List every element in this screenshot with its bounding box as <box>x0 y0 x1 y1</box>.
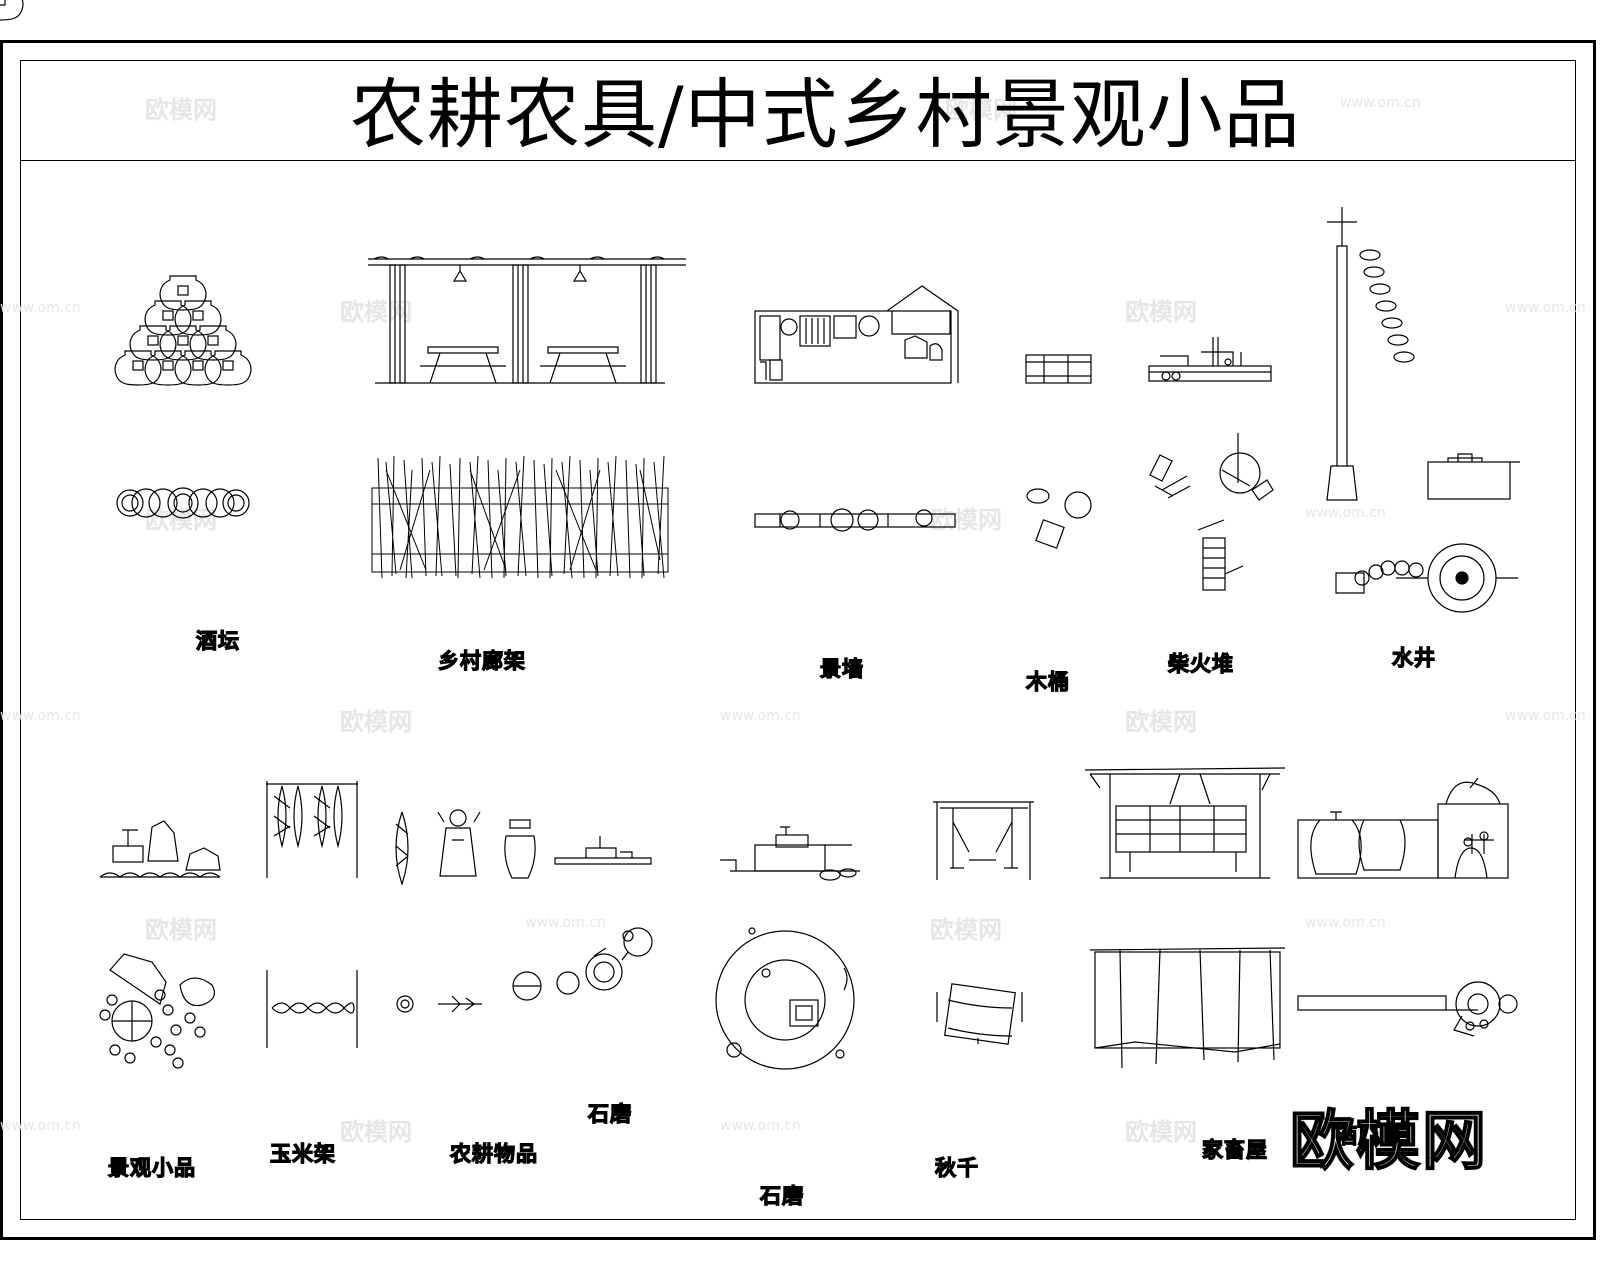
watermark-brand: 欧模网 <box>945 96 1017 124</box>
farming-goods-plan <box>396 927 653 1013</box>
landscape-ornament-elevation <box>99 820 221 878</box>
watermark-url: www.om.cn <box>1505 708 1586 724</box>
wine-jars-elevation <box>0 0 252 386</box>
label-swing: 秋千 <box>934 1155 979 1180</box>
label-farming-goods: 农耕物品 <box>449 1141 538 1166</box>
label-corn-rack: 玉米架 <box>269 1141 336 1166</box>
wine-house-wall-plan <box>1297 981 1518 1037</box>
label-wooden-bucket: 木桶 <box>1025 669 1070 694</box>
outer-frame <box>0 40 1596 1240</box>
inner-frame <box>20 60 1576 1220</box>
watermark-brand: 欧模网 <box>930 506 1002 534</box>
brand-logo: 欧模网 <box>1289 1104 1488 1180</box>
watermark-brand: 欧模网 <box>1125 708 1197 736</box>
pergola-elevation <box>368 256 686 384</box>
stone-mill-elevation <box>720 826 860 881</box>
wine-jars-plan <box>116 487 250 519</box>
firewood-elevation <box>1148 337 1272 382</box>
watermark-brand: 欧模网 <box>930 916 1002 944</box>
landscape-ornament-plan <box>99 953 215 1069</box>
label-stone-mill-2: 石磨 <box>759 1183 804 1208</box>
label-firewood-pile: 柴火堆 <box>1167 651 1234 676</box>
scenery-wall-elevation <box>754 285 959 384</box>
watermark-url: www.om.cn <box>1305 505 1386 521</box>
watermark-url: www.om.cn <box>1505 300 1586 316</box>
watermark-url: www.om.cn <box>0 300 81 316</box>
livestock-shed-plan <box>1089 947 1286 1069</box>
label-stone-mill-1: 石磨 <box>587 1101 632 1126</box>
livestock-shed-elevation <box>1084 767 1286 879</box>
label-wine-house-wall: 酒屋墙 <box>1335 1123 1402 1148</box>
watermark-brand: 欧模网 <box>145 506 217 534</box>
farming-goods-elevation <box>395 809 652 886</box>
title-divider <box>20 160 1576 161</box>
wooden-bucket-elevation <box>1025 354 1092 384</box>
watermark-url: www.om.cn <box>0 1118 81 1134</box>
firewood-plan <box>1149 433 1274 591</box>
watermark-url: www.om.cn <box>720 1118 801 1134</box>
drawing-title: 农耕农具/中式乡村景观小品 <box>350 70 1301 159</box>
watermark-brand: 欧模网 <box>145 916 217 944</box>
watermark-brand: 欧模网 <box>1125 298 1197 326</box>
label-rural-pergola: 乡村廊架 <box>437 648 526 673</box>
water-well-plan <box>1335 543 1518 613</box>
swing-elevation <box>933 801 1034 880</box>
label-scenery-wall: 景墙 <box>819 656 864 681</box>
watermark-brand: 欧模网 <box>340 1118 412 1146</box>
watermark-url: www.om.cn <box>1340 95 1421 111</box>
watermark-url: www.om.cn <box>0 708 81 724</box>
watermark-url: www.om.cn <box>1305 915 1386 931</box>
label-livestock-shed: 家畜屋 <box>1201 1137 1268 1162</box>
wine-house-wall-elevation <box>1297 777 1509 879</box>
swing-plan <box>936 983 1023 1045</box>
label-wine-jars: 酒坛 <box>195 628 240 653</box>
watermark-brand: 欧模网 <box>340 708 412 736</box>
pergola-plan <box>371 455 669 579</box>
watermark-brand: 欧模网 <box>145 96 217 124</box>
water-well-elevation <box>1326 207 1520 501</box>
wooden-bucket-plan <box>1026 488 1092 549</box>
label-water-well: 水井 <box>1391 645 1436 670</box>
watermark-url: www.om.cn <box>720 708 801 724</box>
watermark-brand: 欧模网 <box>1125 1118 1197 1146</box>
label-landscape-ornament: 景观小品 <box>107 1155 196 1180</box>
corn-rack-plan <box>266 970 358 1048</box>
scenery-wall-plan <box>754 508 956 532</box>
stone-mill-plan <box>715 927 855 1070</box>
watermark-url: www.om.cn <box>525 915 606 931</box>
corn-rack-elevation <box>266 781 358 878</box>
